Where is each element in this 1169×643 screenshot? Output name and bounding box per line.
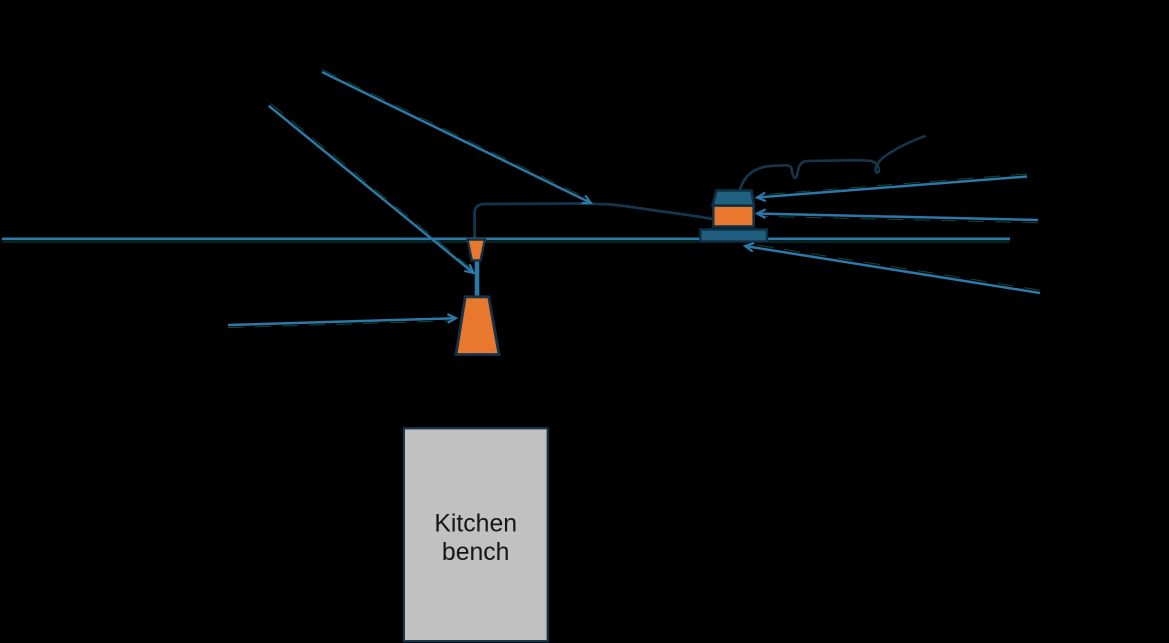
svg-text:bench: bench <box>442 539 510 566</box>
svg-text:Kitchen: Kitchen <box>434 510 517 537</box>
